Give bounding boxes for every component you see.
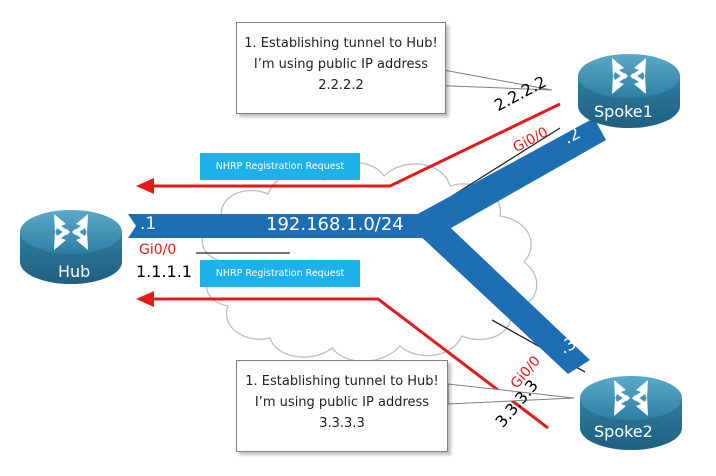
arrowhead-bottom: [136, 291, 154, 307]
callout-pointer-spoke2: [447, 383, 575, 405]
callout-spoke2-line2: I’m using public IP address: [254, 395, 430, 410]
callout-spoke1-line3: 2.2.2.2: [318, 78, 364, 93]
router-name-hub: Hub: [58, 262, 91, 281]
hub-interface-label: Gi0/0: [139, 242, 177, 258]
subnet-lines: [128, 118, 606, 374]
hub-public-ip: 1.1.1.1: [136, 262, 192, 281]
callout-spoke2: 1. Establishing tunnel to Hub! I’m using…: [236, 360, 448, 452]
registration-arrows: [150, 102, 561, 430]
nhrp-request-label-top: NHRP Registration Request: [200, 153, 360, 180]
subnet-line-hub: [128, 214, 432, 238]
subnet-line-spoke2: [416, 214, 590, 374]
nhrp-request-label-bottom: NHRP Registration Request: [200, 260, 360, 287]
arrow-spoke1-to-hub: [150, 102, 561, 188]
hub-host-id: .1: [140, 214, 157, 234]
callout-spoke1-line2: I’m using public IP address: [253, 57, 429, 72]
router-name-spoke2: Spoke2: [594, 422, 653, 441]
callout-spoke2-line1: 1. Establishing tunnel to Hub!: [245, 374, 439, 389]
router-name-spoke1: Spoke1: [594, 102, 653, 121]
arrow-spoke2-to-hub: [150, 297, 549, 430]
arrowhead-top: [136, 178, 154, 194]
spoke1-wire: [451, 127, 561, 197]
subnet-line-spoke1: [414, 118, 606, 232]
callout-spoke2-line3: 3.3.3.3: [319, 416, 365, 431]
subnet-label: 192.168.1.0/24: [266, 214, 404, 235]
callout-spoke1: 1. Establishing tunnel to Hub! I’m using…: [236, 22, 446, 114]
callout-spoke1-line1: 1. Establishing tunnel to Hub!: [244, 36, 438, 51]
